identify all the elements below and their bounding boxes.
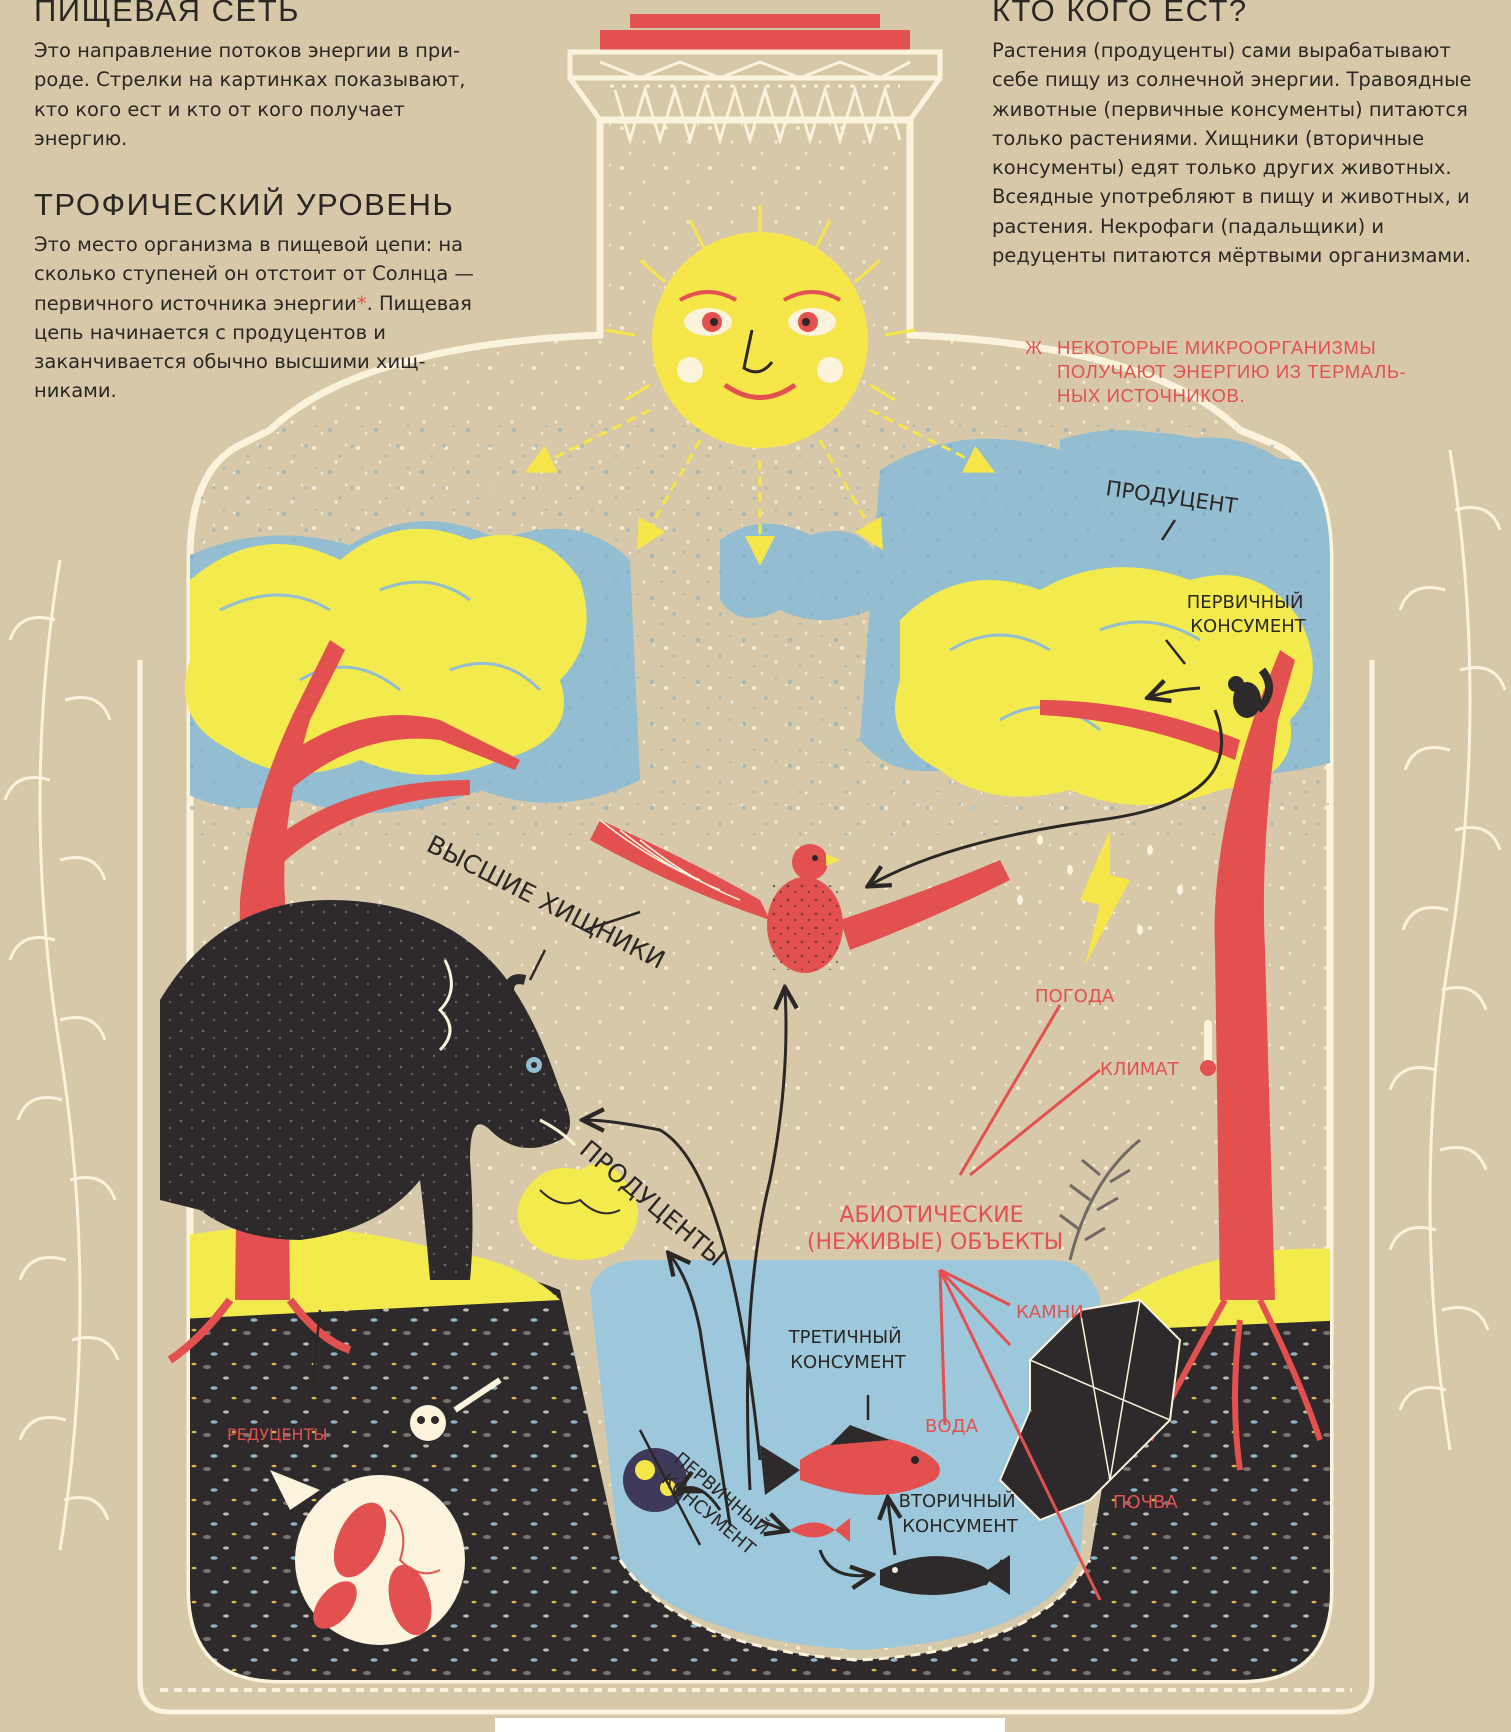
- footnote: Ж НЕКОТОРЫЕ МИКРООРГАНИЗМЫ ПОЛУЧАЮТ ЭНЕР…: [1057, 336, 1457, 408]
- section-title: ТРОФИЧЕСКИЙ УРОВЕНЬ: [34, 188, 486, 222]
- section-title: КТО КОГО ЕСТ?: [992, 0, 1492, 28]
- footnote-line: ПОЛУЧАЮТ ЭНЕРГИЮ ИЗ ТЕРМАЛЬ-: [1057, 360, 1457, 384]
- section-text: Это направление потоков энергии в при­ро…: [34, 36, 486, 153]
- section-text: Растения (продуценты) сами вырабатывают …: [992, 36, 1492, 270]
- label-weather: ПОГОДА: [1035, 986, 1115, 1007]
- bottom-tab: [495, 1718, 1005, 1732]
- footnote-line: НЫХ ИСТОЧНИКОВ.: [1057, 384, 1457, 408]
- label-climate: КЛИМАТ: [1100, 1059, 1180, 1080]
- label-water: ВОДА: [925, 1416, 979, 1437]
- label-decomposers: РЕДУЦЕНТЫ: [227, 1425, 327, 1444]
- section-trophic-level: ТРОФИЧЕСКИЙ УРОВЕНЬ Это место организма …: [34, 188, 486, 406]
- section-food-web: ПИЩЕВАЯ СЕТЬ Это направление потоков эне…: [34, 0, 486, 153]
- label-soil: ПОЧВА: [1113, 1492, 1178, 1513]
- section-title: ПИЩЕВАЯ СЕТЬ: [34, 0, 486, 28]
- left-laurel: [5, 560, 118, 1550]
- footnote-marker: *: [357, 292, 367, 315]
- section-text: Это место организма в пищевой цепи: на с…: [34, 230, 486, 406]
- footnote-line: НЕКОТОРЫЕ МИКРООРГАНИЗМЫ: [1057, 336, 1457, 360]
- label-rocks: КАМНИ: [1016, 1302, 1084, 1323]
- footnote-marker: Ж: [1025, 336, 1043, 360]
- right-laurel: [1390, 450, 1505, 1450]
- section-who-eats-whom: КТО КОГО ЕСТ? Растения (продуценты) сами…: [992, 0, 1492, 270]
